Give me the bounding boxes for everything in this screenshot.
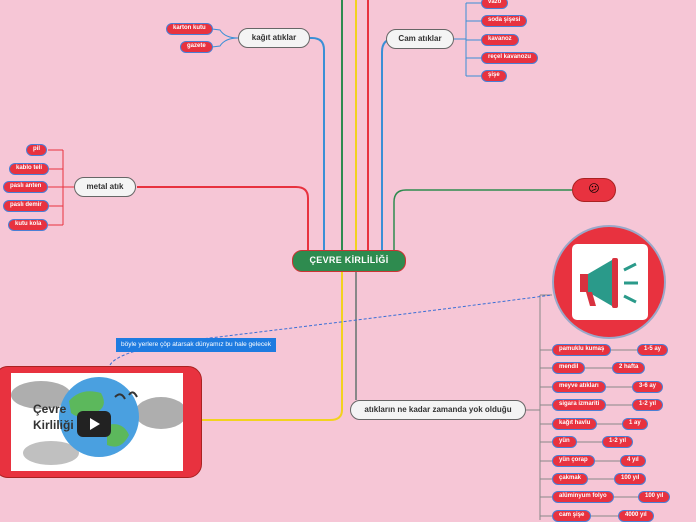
callout-note[interactable]: böyle yerlere çöp atarsak dünyamız bu ha…: [116, 338, 276, 352]
cam-item[interactable]: şişe: [481, 70, 507, 82]
branch-decay-times[interactable]: atıkların ne kadar zamanda yok olduğu: [350, 400, 526, 420]
decay-item[interactable]: sigara izmariti: [552, 399, 606, 411]
decay-item[interactable]: cam şişe: [552, 510, 591, 522]
megaphone-icon: [572, 244, 648, 320]
decay-item[interactable]: çakmak: [552, 473, 588, 485]
branch-cam-atiklar[interactable]: Cam atıklar: [386, 29, 454, 49]
metal-item[interactable]: pil: [26, 144, 47, 156]
kagit-item[interactable]: karton kutu: [166, 23, 213, 35]
decay-time[interactable]: 1 ay: [622, 418, 648, 430]
confused-face-node[interactable]: 😕: [572, 178, 616, 202]
decay-item[interactable]: alüminyum folyo: [552, 491, 614, 503]
decay-item[interactable]: yün: [552, 436, 577, 448]
branch-metal-atik[interactable]: metal atık: [74, 177, 136, 197]
central-topic[interactable]: ÇEVRE KİRLİLİĞİ: [292, 250, 406, 272]
branch-kagit-atiklar[interactable]: kağıt atıklar: [238, 28, 310, 48]
metal-item[interactable]: paslı anten: [3, 181, 48, 193]
metal-item[interactable]: kutu kola: [8, 219, 48, 231]
decay-time[interactable]: 100 yıl: [638, 491, 670, 503]
decay-time[interactable]: 100 yıl: [614, 473, 646, 485]
video-node[interactable]: Çevre Kirliliği: [0, 366, 202, 478]
decay-item[interactable]: pamuklu kumaş: [552, 344, 611, 356]
decay-time[interactable]: 1-2 yıl: [602, 436, 633, 448]
decay-item[interactable]: meyve atıkları: [552, 381, 606, 393]
cam-item[interactable]: reçel kavanozu: [481, 52, 538, 64]
metal-item[interactable]: kablo teli: [9, 163, 49, 175]
decay-time[interactable]: 4 yıl: [620, 455, 646, 467]
decay-item[interactable]: kağıt havlu: [552, 418, 597, 430]
cam-item[interactable]: vazo: [481, 0, 508, 9]
play-icon[interactable]: [77, 411, 111, 437]
decay-item[interactable]: mendil: [552, 362, 585, 374]
decay-time[interactable]: 1-5 ay: [637, 344, 668, 356]
cam-item[interactable]: kavanoz: [481, 34, 519, 46]
decay-time[interactable]: 1-2 yıl: [632, 399, 663, 411]
megaphone-image-node[interactable]: [552, 225, 666, 339]
decay-time[interactable]: 2 hafta: [612, 362, 645, 374]
decay-item[interactable]: yün çorap: [552, 455, 595, 467]
cam-item[interactable]: soda şişesi: [481, 15, 527, 27]
kagit-item[interactable]: gazete: [180, 41, 213, 53]
video-title: Çevre Kirliliği: [33, 401, 74, 433]
metal-item[interactable]: paslı demir: [3, 200, 49, 212]
video-thumbnail: Çevre Kirliliği: [11, 373, 183, 471]
decay-time[interactable]: 3-6 ay: [632, 381, 663, 393]
decay-time[interactable]: 4000 yıl: [618, 510, 654, 522]
